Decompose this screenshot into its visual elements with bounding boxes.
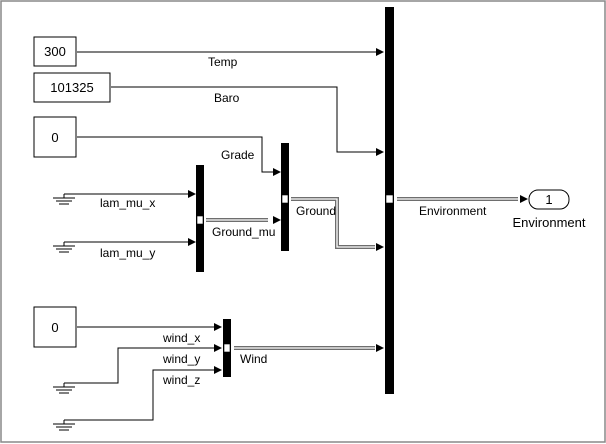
ground-block-lam-mu-x[interactable]: [53, 194, 75, 205]
arrow-icon: [376, 148, 384, 156]
signal-label-wind-z: wind_z: [162, 373, 200, 387]
bus-port-icon: [281, 194, 289, 204]
wire-wind-y[interactable]: [64, 347, 216, 384]
outport-name: Environment: [513, 215, 586, 230]
bus-creator-environment[interactable]: [385, 7, 394, 394]
ground-block-wind-z[interactable]: [53, 420, 75, 431]
arrow-icon: [376, 48, 384, 56]
constant-value: 0: [51, 320, 58, 335]
signal-label-wind-y: wind_y: [162, 352, 200, 366]
signal-label-wind: Wind: [240, 352, 267, 366]
constant-value: 0: [51, 130, 58, 145]
ground-block-lam-mu-y[interactable]: [53, 242, 75, 253]
arrow-icon: [188, 190, 196, 198]
arrow-icon: [376, 243, 384, 251]
ground-icon: [53, 242, 75, 253]
signal-label-wind-x: wind_x: [162, 331, 200, 345]
arrow-icon: [214, 344, 222, 352]
signal-label-environment: Environment: [419, 204, 487, 218]
signal-labels: Temp Baro Grade lam_mu_x lam_mu_y Ground…: [100, 55, 487, 387]
constant-block-grade[interactable]: 0: [33, 116, 77, 158]
constant-block-temp[interactable]: 300: [33, 36, 77, 67]
constant-block-baro[interactable]: 101325: [33, 72, 111, 103]
signal-label-ground-mu: Ground_mu: [212, 225, 275, 239]
bus-port-icon: [223, 343, 231, 353]
bus-wires: [206, 197, 518, 350]
arrow-icon: [273, 216, 281, 224]
wire-grade[interactable]: [77, 136, 275, 173]
bus-creator-wind[interactable]: [223, 319, 231, 377]
arrow-icon: [273, 168, 281, 176]
arrowheads: [188, 48, 528, 374]
signal-label-grade: Grade: [221, 148, 255, 162]
signal-label-ground: Ground: [296, 204, 336, 218]
ground-icon: [53, 420, 75, 431]
arrow-icon: [214, 366, 222, 374]
ground-icon: [53, 383, 75, 394]
signal-label-lam-mu-x: lam_mu_x: [100, 196, 155, 210]
constant-block-wind[interactable]: 0: [33, 306, 77, 348]
ground-block-wind-y[interactable]: [53, 383, 75, 394]
arrow-icon: [520, 195, 528, 203]
bus-creator-ground[interactable]: [281, 143, 289, 251]
outport-number: 1: [545, 192, 552, 207]
signal-label-lam-mu-y: lam_mu_y: [100, 246, 155, 260]
arrow-icon: [188, 238, 196, 246]
wire-wind-z[interactable]: [64, 369, 216, 421]
signal-label-baro: Baro: [214, 91, 240, 105]
signal-wires: [64, 51, 377, 421]
bus-port-icon: [196, 215, 204, 225]
signal-label-temp: Temp: [208, 55, 238, 69]
wire-baro[interactable]: [111, 86, 377, 153]
bus-creator-ground-mu[interactable]: [196, 165, 204, 272]
bus-ground[interactable]: [291, 197, 375, 249]
constant-value: 101325: [50, 80, 93, 95]
ground-icon: [53, 194, 75, 205]
arrow-icon: [214, 323, 222, 331]
outport-environment[interactable]: 1 Environment: [513, 189, 586, 230]
constant-value: 300: [44, 44, 66, 59]
arrow-icon: [376, 344, 384, 352]
bus-port-icon: [385, 194, 394, 204]
